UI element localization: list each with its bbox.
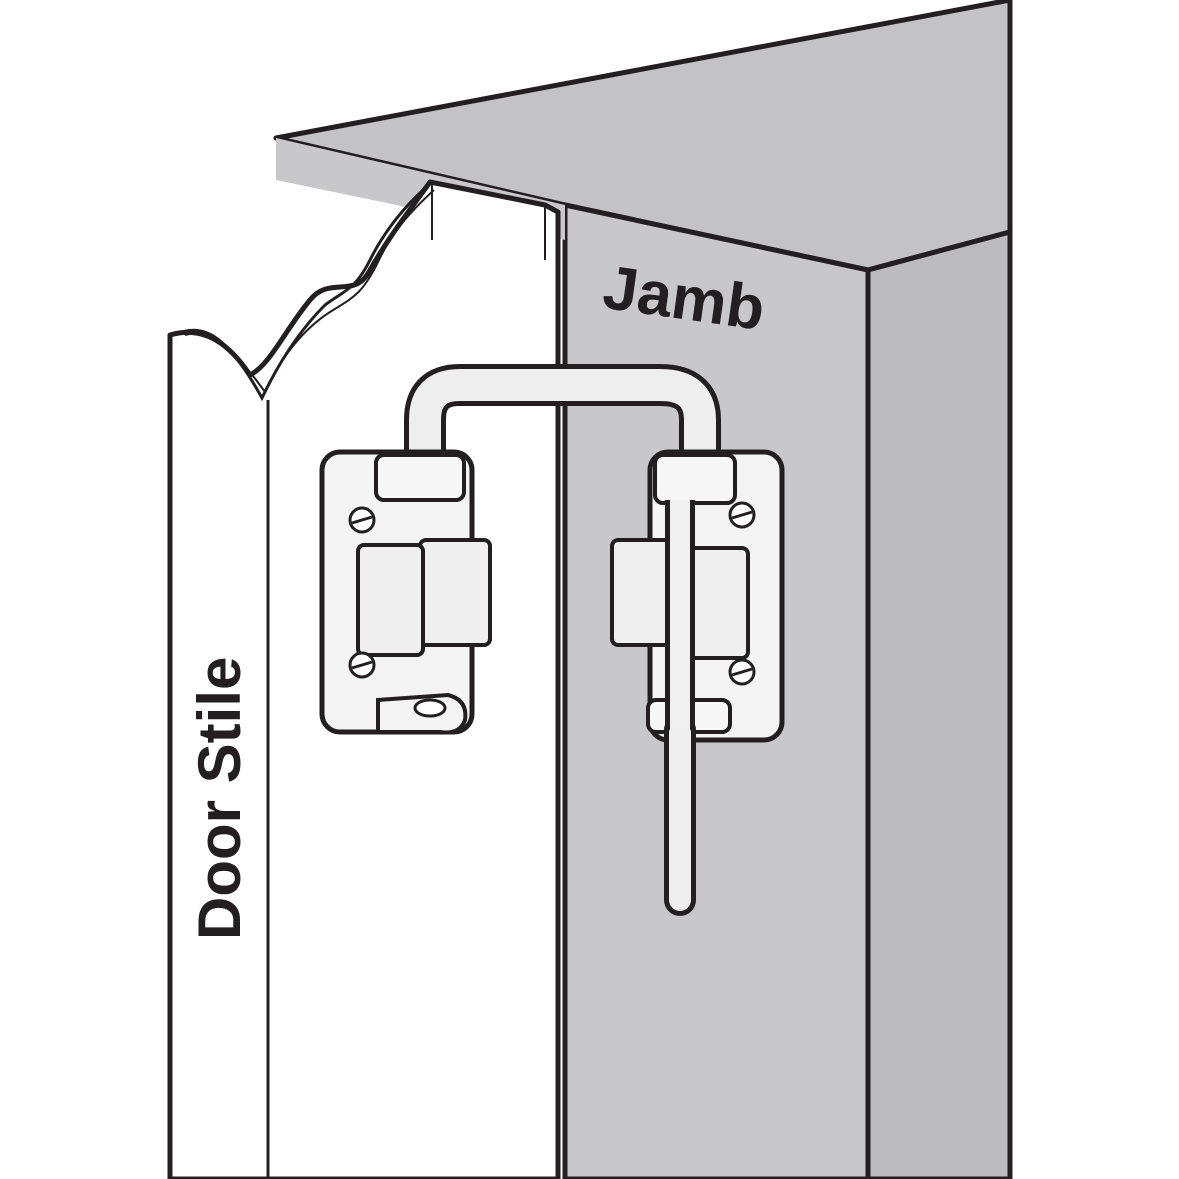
- latch-hardware: [319, 364, 785, 916]
- door-stile-label: Door Stile: [186, 657, 253, 940]
